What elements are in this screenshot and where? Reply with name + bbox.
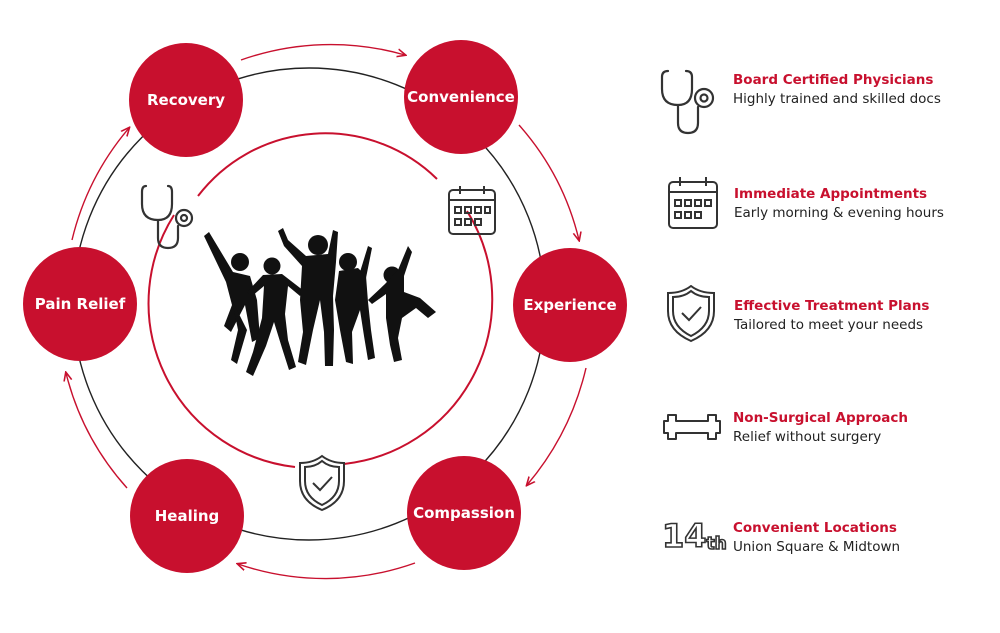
feature-text: Immediate Appointments Early morning & e…	[734, 185, 944, 223]
14th-badge-icon: 14th	[662, 516, 728, 556]
arrow-healing-to-pain-relief	[66, 373, 128, 489]
stethoscope-icon	[660, 69, 715, 135]
cycle-node-label: Compassion	[413, 504, 515, 522]
feature-title: Board Certified Physicians	[733, 72, 934, 88]
feature-non-surgical: Non-Surgical Approach Relief without sur…	[660, 405, 995, 465]
cycle-node-label: Experience	[523, 296, 616, 314]
shield-check-icon	[299, 454, 345, 512]
arrow-recovery-to-convenience	[240, 43, 405, 61]
badge-number: 14th	[662, 517, 727, 555]
arrow-compassion-to-healing	[238, 563, 416, 580]
feature-convenient-locations: 14th Convenient Locations Union Square &…	[660, 515, 995, 575]
feature-effective-treatment: Effective Treatment Plans Tailored to me…	[660, 285, 995, 353]
cycle-node-experience: Experience	[513, 248, 627, 362]
feature-text: Convenient Locations Union Square & Midt…	[733, 519, 900, 557]
feature-description: Tailored to meet your needs	[734, 317, 924, 333]
cycle-node-label: Pain Relief	[35, 295, 126, 313]
feature-title: Convenient Locations	[733, 520, 897, 536]
cycle-node-label: Healing	[155, 507, 220, 525]
feature-board-certified: Board Certified Physicians Highly traine…	[660, 67, 995, 135]
calendar-icon	[668, 177, 718, 229]
feature-description: Early morning & evening hours	[734, 205, 944, 221]
feature-description: Union Square & Midtown	[733, 539, 901, 555]
feature-immediate-appointments: Immediate Appointments Early morning & e…	[660, 177, 995, 241]
cycle-node-label: Convenience	[407, 88, 515, 106]
feature-title: Effective Treatment Plans	[734, 298, 930, 314]
feature-text: Effective Treatment Plans Tailored to me…	[734, 297, 929, 335]
cycle-node-label: Recovery	[147, 91, 225, 109]
cycle-node-pain-relief: Pain Relief	[23, 247, 137, 361]
feature-title: Non-Surgical Approach	[733, 410, 908, 426]
cycle-node-recovery: Recovery	[129, 43, 243, 157]
cycle-node-compassion: Compassion	[407, 456, 521, 570]
cycle-node-convenience: Convenience	[404, 40, 518, 154]
inner-red-ring	[147, 132, 494, 468]
dumbbell-icon	[663, 414, 721, 440]
feature-description: Highly trained and skilled docs	[733, 91, 941, 107]
cycle-node-healing: Healing	[130, 459, 244, 573]
cycle-diagram: Recovery Convenience Experience Compassi…	[23, 40, 627, 580]
shield-check-icon	[667, 285, 715, 343]
feature-text: Board Certified Physicians Highly traine…	[733, 71, 941, 109]
arrow-convenience-to-experience	[518, 124, 579, 240]
features-list: Board Certified Physicians Highly traine…	[660, 0, 1000, 633]
cycle-arrows	[66, 43, 587, 580]
stethoscope-icon	[140, 184, 194, 250]
calendar-icon	[448, 186, 496, 235]
arrow-pain-relief-to-recovery	[71, 128, 129, 241]
arrow-experience-to-compassion	[527, 367, 587, 485]
feature-description: Relief without surgery	[733, 429, 882, 445]
feature-text: Non-Surgical Approach Relief without sur…	[733, 409, 908, 447]
jumping-people-silhouette	[204, 228, 436, 376]
feature-title: Immediate Appointments	[734, 186, 928, 202]
